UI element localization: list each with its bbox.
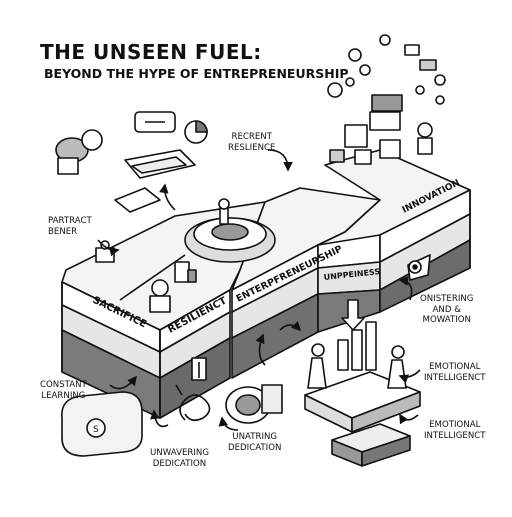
page-title: THE UNSEEN FUEL:	[40, 40, 262, 64]
clock-icon	[191, 357, 207, 381]
spiral-icon	[175, 384, 211, 422]
person-icon	[304, 321, 421, 467]
brain-icon: S	[61, 391, 143, 457]
center-block	[231, 187, 381, 379]
bar-chart-icon	[174, 261, 197, 283]
target-icon	[408, 260, 422, 274]
pie-chart-icon	[184, 120, 208, 144]
page-subtitle: BEYOND THE HYPE OF ENTREPRENEURSHIP	[44, 66, 349, 81]
robot-icon	[149, 279, 171, 313]
svg-text:S: S	[93, 425, 99, 435]
lightbulb-icon	[341, 299, 365, 331]
puzzle-icon	[95, 240, 115, 263]
cityscape-icon	[329, 94, 433, 165]
engine-icon	[55, 129, 103, 175]
handshake-icon	[134, 111, 176, 133]
pipe-valve-icon	[225, 384, 283, 424]
gears-icon	[184, 198, 276, 263]
crowd-icon	[327, 34, 446, 105]
maze-icon	[114, 149, 196, 213]
